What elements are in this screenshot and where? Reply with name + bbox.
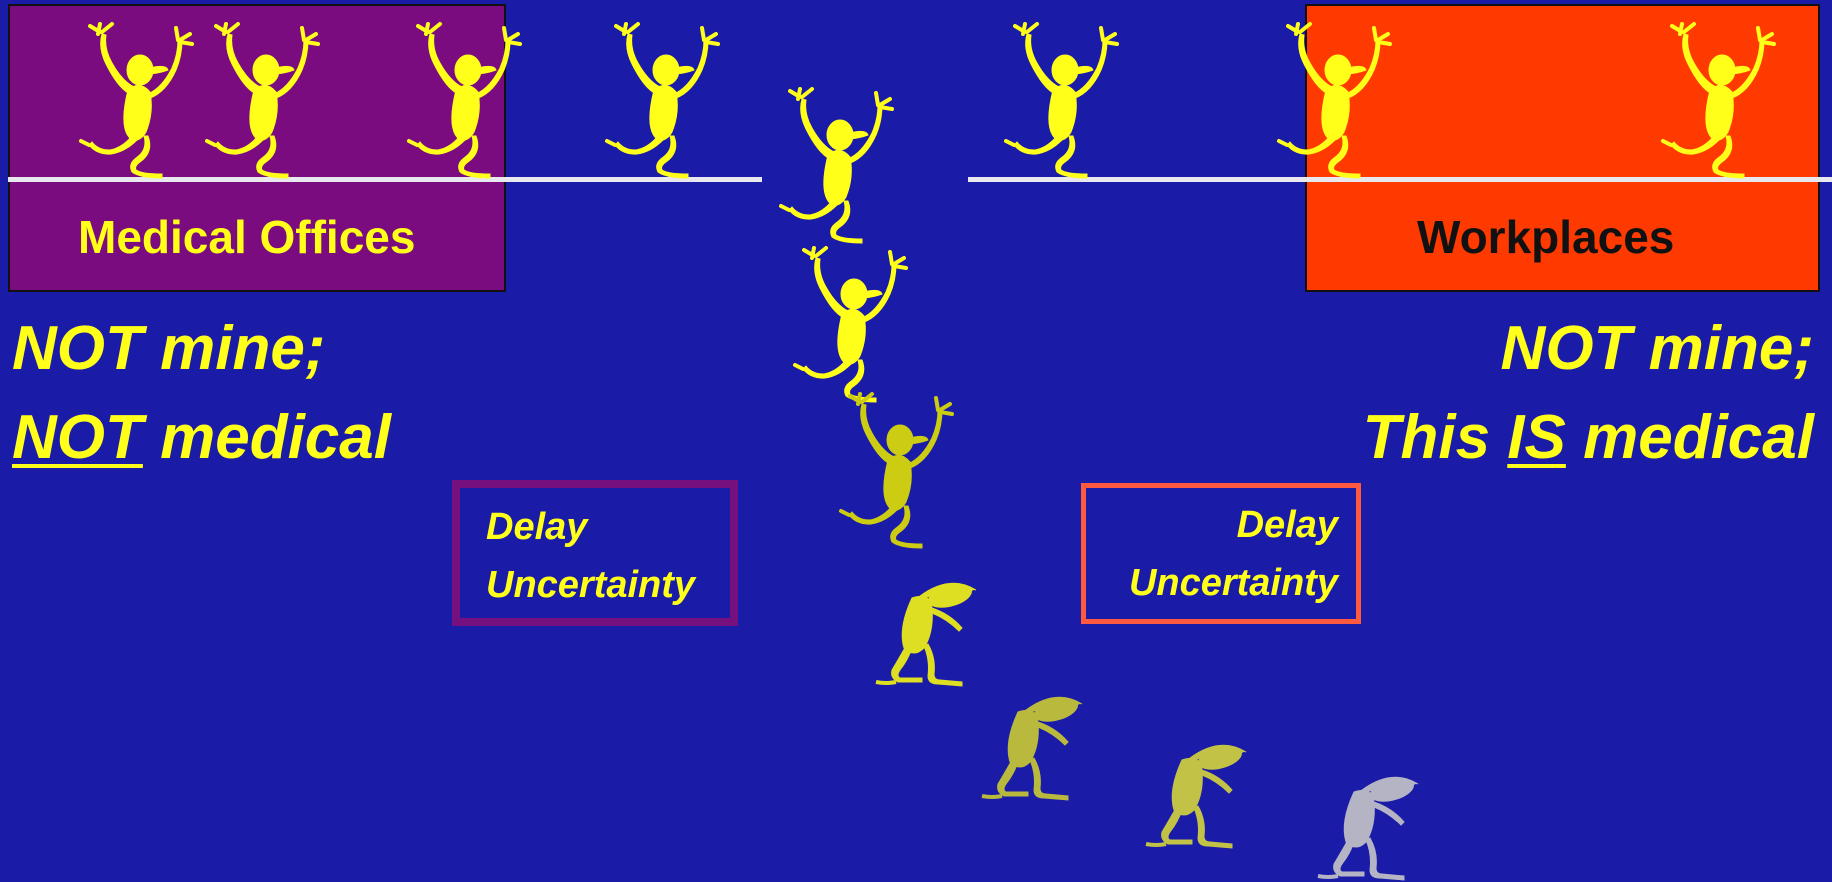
dancing-figure-icon	[205, 22, 320, 180]
dancing-figure-icon	[839, 392, 954, 550]
left-uncertainty-line: Uncertainty	[486, 564, 696, 606]
dancing-figure-icon	[1661, 22, 1776, 180]
crouching-figure-icon	[874, 578, 978, 688]
left-statement-line1: NOT mine;	[12, 314, 326, 383]
crouching-figure-icon	[1144, 740, 1248, 850]
dancing-figure-icon	[793, 246, 908, 404]
dancing-figure-icon	[605, 22, 720, 180]
right-delay-line: Delay	[1236, 504, 1338, 546]
right-statement-line2: This IS medical	[1363, 407, 1814, 469]
left-statement-rest: medical	[142, 403, 391, 472]
medical-offices-label: Medical Offices	[78, 211, 416, 263]
workplaces-panel	[1305, 4, 1820, 292]
workplaces-label: Workplaces	[1417, 211, 1675, 263]
dancing-figure-icon	[1277, 22, 1392, 180]
left-delay-line: Delay	[486, 506, 588, 548]
dancing-figure-icon	[79, 22, 194, 180]
left-delay-text: Delay Uncertainty	[486, 498, 695, 614]
left-ledge	[8, 177, 762, 182]
crouching-figure-icon	[980, 692, 1084, 802]
right-delay-text: Delay Uncertainty	[1129, 496, 1338, 612]
crouching-figure-icon	[1316, 772, 1420, 882]
dancing-figure-icon	[779, 87, 894, 245]
right-delay-box: Delay Uncertainty	[1081, 483, 1361, 624]
right-ledge	[968, 177, 1832, 182]
right-uncertainty-line: Uncertainty	[1128, 562, 1338, 604]
left-delay-box: Delay Uncertainty	[452, 480, 738, 626]
is-underlined: IS	[1507, 403, 1566, 472]
left-statement-line2: NOT medical	[12, 407, 391, 469]
dancing-figure-icon	[407, 22, 522, 180]
right-statement-line1: NOT mine;	[1500, 314, 1814, 383]
dancing-figure-icon	[1004, 22, 1119, 180]
right-statement-prefix: This	[1362, 403, 1508, 472]
right-statement-rest: medical	[1565, 403, 1814, 472]
not-underlined: NOT	[12, 403, 143, 472]
